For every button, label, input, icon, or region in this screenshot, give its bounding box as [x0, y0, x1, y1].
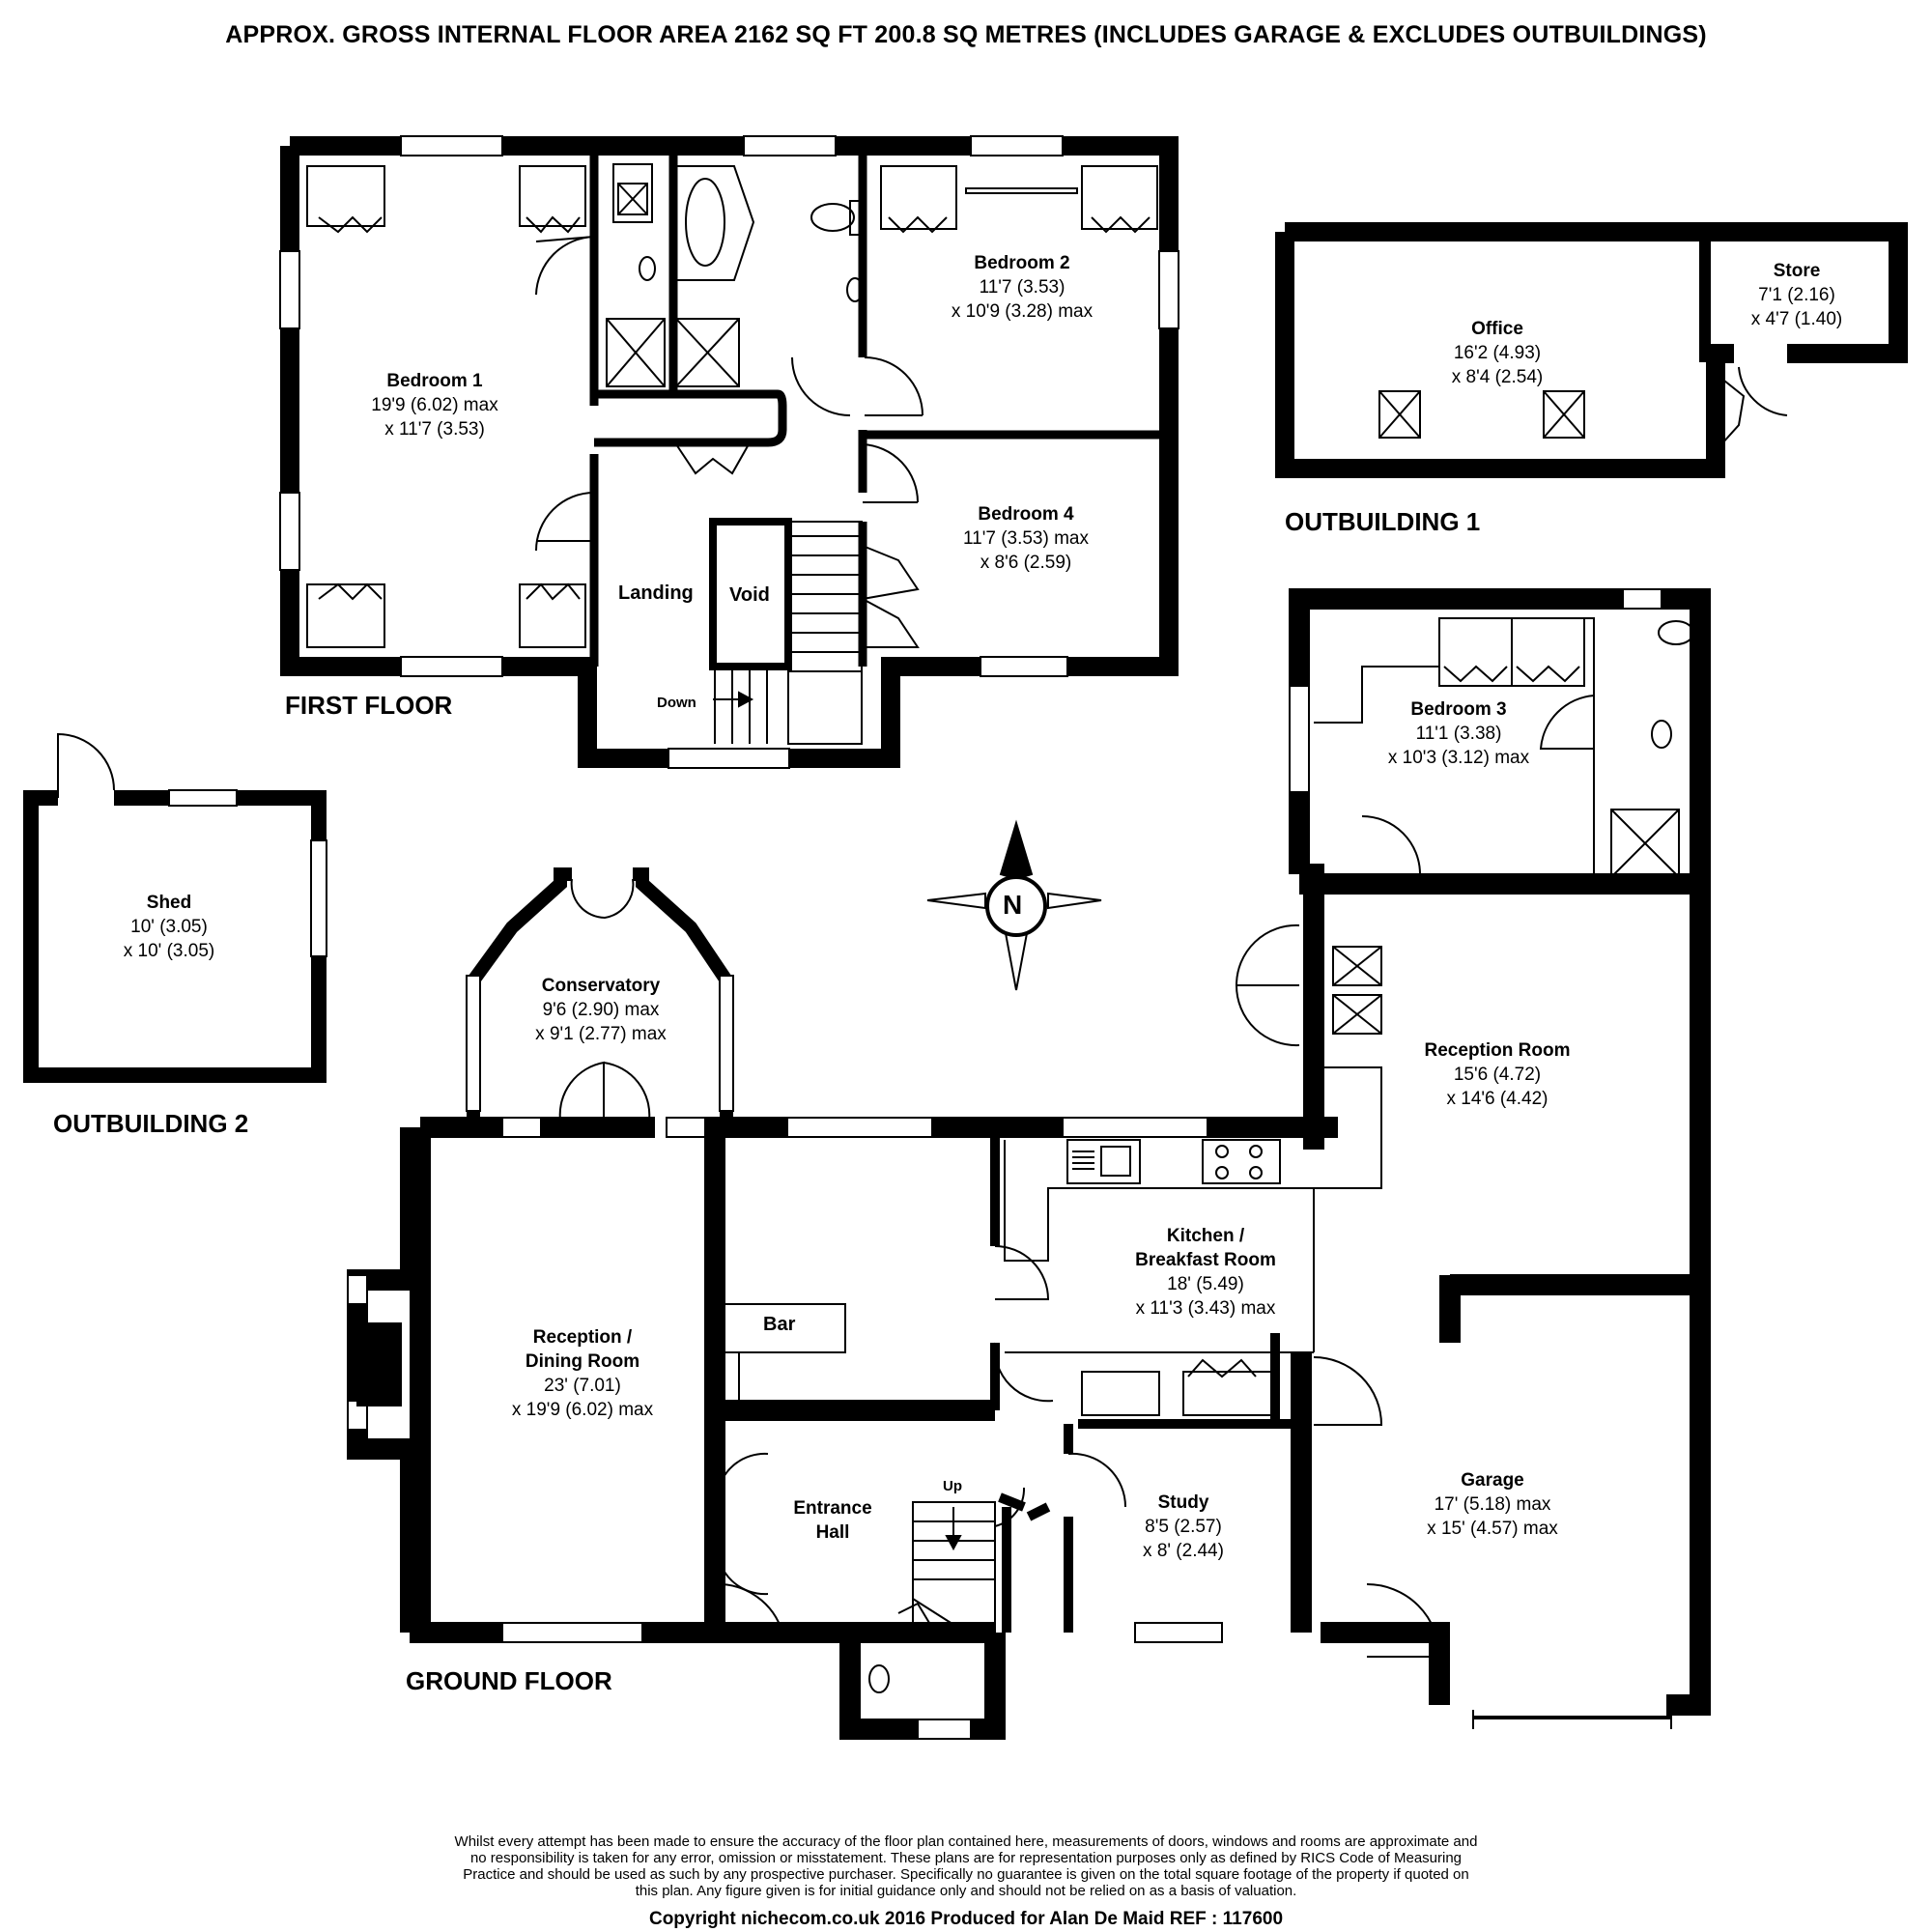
room-dimension: x 8' (2.44) — [1143, 1541, 1224, 1561]
room-dimension: x 4'7 (1.40) — [1750, 309, 1843, 329]
room-name: Garage — [1461, 1470, 1524, 1491]
outbuilding-1-walls — [1275, 222, 1908, 478]
north-label: N — [1003, 890, 1023, 920]
room-reception-room: Reception Room 15'6 (4.72) x 14'6 (4.42) — [1425, 1038, 1571, 1111]
room-dimension: x 15' (4.57) max — [1427, 1519, 1558, 1539]
outbuilding-1-title: OUTBUILDING 1 — [1285, 507, 1481, 536]
room-dimension: x 10'9 (3.28) max — [951, 301, 1094, 322]
bar-label: Bar — [763, 1314, 796, 1335]
room-bedroom-3: Bedroom 3 11'1 (3.38) x 10'3 (3.12) max — [1388, 697, 1529, 770]
room-dimension: 11'1 (3.38) — [1415, 724, 1502, 744]
room-name: Entrance — [793, 1498, 872, 1519]
room-name: Bedroom 1 — [386, 371, 483, 391]
stairs-down-label: Down — [657, 695, 696, 711]
ground-floor-title: GROUND FLOOR — [406, 1666, 612, 1695]
stairs-up-label: Up — [943, 1478, 962, 1494]
first-floor-windows — [279, 135, 1179, 769]
floor-area-header: APPROX. GROSS INTERNAL FLOOR AREA 2162 S… — [225, 21, 1707, 48]
room-dimension: x 19'9 (6.02) max — [511, 1400, 654, 1420]
ground-floor-fixtures — [356, 617, 1694, 1729]
room-dimension: 18' (5.49) — [1167, 1274, 1244, 1294]
room-dimension: 11'7 (3.53) max — [962, 528, 1090, 549]
room-name: Store — [1773, 261, 1821, 281]
first-floor-title: FIRST FLOOR — [285, 691, 453, 720]
room-dimension: x 14'6 (4.42) — [1446, 1089, 1548, 1109]
first-floor-fixtures — [306, 163, 1158, 745]
room-reception-dining: Reception / Dining Room 23' (7.01) x 19'… — [512, 1325, 653, 1422]
room-dimension: 19'9 (6.02) max — [371, 395, 498, 415]
room-dimension: 11'7 (3.53) — [979, 277, 1065, 298]
room-name: Bedroom 4 — [978, 504, 1074, 525]
room-bedroom-1: Bedroom 1 19'9 (6.02) max x 11'7 (3.53) — [371, 369, 497, 441]
room-kitchen-breakfast: Kitchen / Breakfast Room 18' (5.49) x 11… — [1135, 1224, 1276, 1321]
room-dimension: 17' (5.18) max — [1434, 1494, 1551, 1515]
room-dimension: x 11'3 (3.43) max — [1135, 1298, 1276, 1319]
room-bedroom-2: Bedroom 2 11'7 (3.53) x 10'9 (3.28) max — [952, 251, 1093, 324]
outbuilding-2-title: OUTBUILDING 2 — [53, 1109, 249, 1138]
copyright-line: Copyright nichecom.co.uk 2016 Produced f… — [648, 1909, 1284, 1929]
room-dimension: 9'6 (2.90) max — [542, 1000, 660, 1020]
room-dimension: 16'2 (4.93) — [1453, 343, 1542, 363]
conservatory-shell — [466, 867, 734, 1122]
room-study: Study 8'5 (2.57) x 8' (2.44) — [1143, 1491, 1224, 1563]
room-dimension: x 10'3 (3.12) max — [1387, 748, 1530, 768]
room-dimension: 10' (3.05) — [130, 917, 208, 937]
shed-features — [57, 732, 327, 957]
ground-floor-windows — [347, 588, 1662, 1740]
room-bedroom-4: Bedroom 4 11'7 (3.53) max x 8'6 (2.59) — [963, 502, 1089, 575]
room-dimension: x 9'1 (2.77) max — [535, 1024, 667, 1044]
room-name: Shed — [146, 893, 192, 913]
room-dimension: x 8'6 (2.59) — [980, 553, 1072, 573]
room-name: Bedroom 3 — [1410, 699, 1507, 720]
room-garage: Garage 17' (5.18) max x 15' (4.57) max — [1427, 1468, 1558, 1541]
room-name: Reception / — [532, 1327, 633, 1348]
outbuilding-1-fixtures — [1378, 366, 1788, 445]
room-dimension: x 8'4 (2.54) — [1451, 367, 1544, 387]
room-conservatory: Conservatory 9'6 (2.90) max x 9'1 (2.77)… — [535, 974, 667, 1046]
room-name: Breakfast Room — [1135, 1250, 1276, 1270]
room-store: Store 7'1 (2.16) x 4'7 (1.40) — [1751, 259, 1842, 331]
room-name: Dining Room — [525, 1351, 640, 1372]
room-dimension: 8'5 (2.57) — [1145, 1517, 1222, 1537]
room-dimension: 23' (7.01) — [544, 1376, 621, 1396]
room-office: Office 16'2 (4.93) x 8'4 (2.54) — [1452, 317, 1543, 389]
room-dimension: 15'6 (4.72) — [1453, 1065, 1542, 1085]
room-name: Kitchen / — [1166, 1226, 1245, 1246]
room-dimension: x 10' (3.05) — [123, 941, 215, 961]
room-name: Hall — [815, 1522, 850, 1543]
room-entrance-hall: Entrance Hall — [793, 1496, 871, 1545]
room-name: Office — [1471, 319, 1523, 339]
landing-label: Landing — [618, 582, 694, 604]
disclaimer-text: Whilst every attempt has been made to en… — [454, 1833, 1478, 1899]
room-name: Study — [1157, 1492, 1209, 1513]
room-name: Conservatory — [541, 976, 661, 996]
room-name: Bedroom 2 — [974, 253, 1070, 273]
compass — [926, 819, 1102, 991]
void-label: Void — [729, 584, 770, 606]
room-name: Reception Room — [1424, 1040, 1571, 1061]
outbuilding-2-walls — [23, 790, 327, 1083]
room-dimension: 7'1 (2.16) — [1758, 285, 1835, 305]
room-dimension: x 11'7 (3.53) — [384, 419, 485, 440]
room-shed: Shed 10' (3.05) x 10' (3.05) — [124, 891, 214, 963]
